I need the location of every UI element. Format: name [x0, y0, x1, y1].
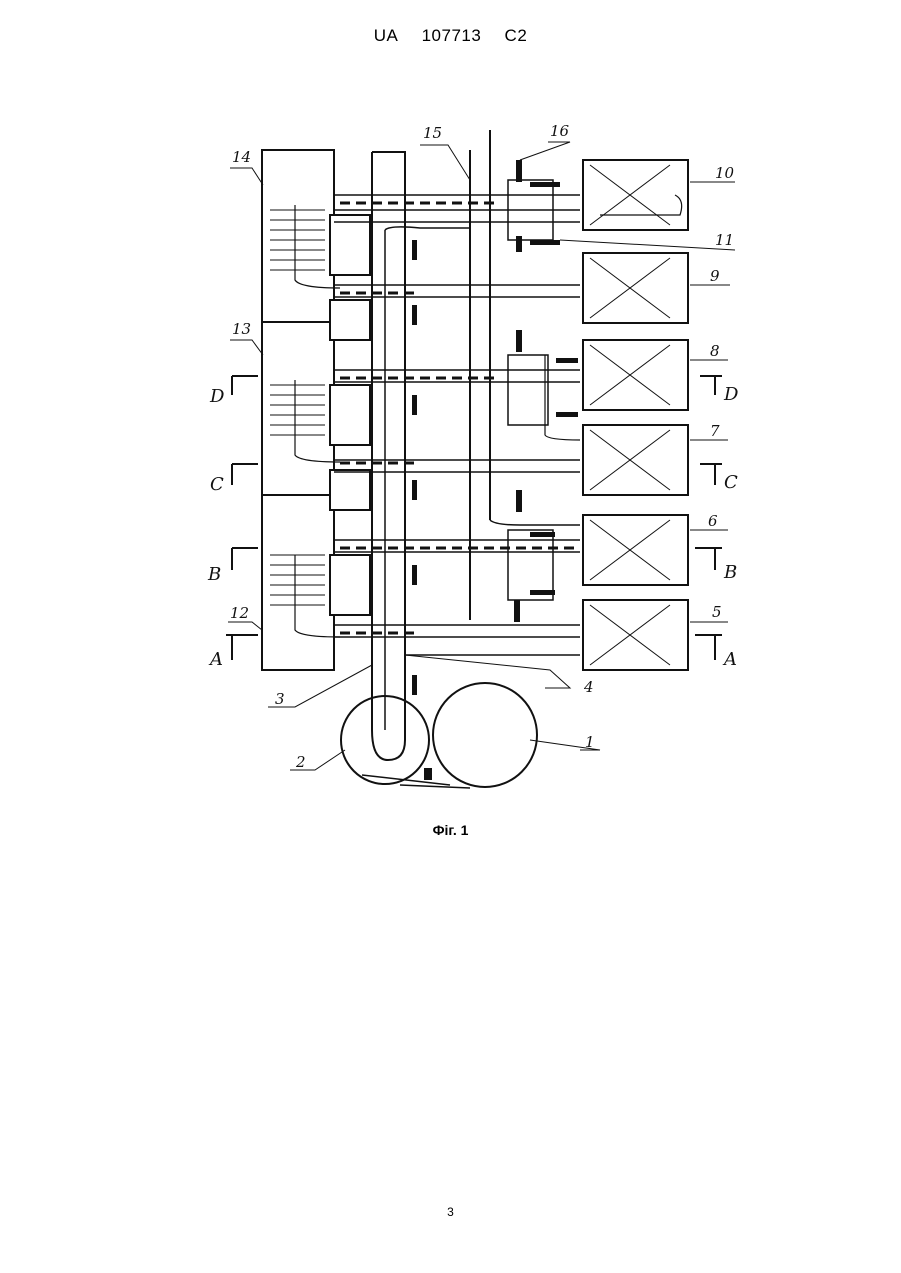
- label-13: 13: [232, 320, 251, 338]
- label-14: 14: [232, 148, 251, 166]
- section-c-left: C: [210, 474, 224, 495]
- fan-and-motor: [341, 683, 537, 788]
- heater-boxes: [583, 160, 688, 670]
- figure-caption: Фіг. 1: [0, 822, 901, 838]
- label-1: 1: [585, 733, 595, 751]
- section-markers: [226, 376, 722, 660]
- label-6: 6: [708, 512, 718, 530]
- label-2: 2: [295, 753, 306, 771]
- section-d-right: D: [723, 384, 739, 405]
- patent-number: 107713: [422, 26, 482, 45]
- patent-header: UA 107713 C2: [0, 26, 901, 46]
- page-number: 3: [0, 1205, 901, 1219]
- section-b-left: B: [207, 564, 221, 585]
- central-duct: [372, 152, 470, 740]
- label-9: 9: [710, 267, 720, 285]
- label-5: 5: [712, 603, 722, 621]
- drawing-svg: 1 2 3 4 5 6 7 8 9 10 11 12 13 14 15 16 A…: [190, 110, 770, 820]
- label-8: 8: [710, 342, 720, 360]
- section-a-left: A: [208, 649, 223, 670]
- country-code: UA: [374, 26, 399, 45]
- label-15: 15: [423, 124, 442, 142]
- label-10: 10: [715, 164, 735, 182]
- label-11: 11: [715, 231, 734, 249]
- label-16: 16: [550, 122, 570, 140]
- valve-blocks: [412, 160, 578, 780]
- label-4: 4: [583, 678, 594, 696]
- label-3: 3: [275, 690, 285, 708]
- section-a-right: A: [722, 649, 737, 670]
- left-chamber-stack: [262, 150, 370, 670]
- label-7: 7: [710, 422, 720, 440]
- gates: [340, 203, 580, 633]
- section-c-right: C: [724, 472, 738, 493]
- patent-kind: C2: [505, 26, 528, 45]
- label-12: 12: [230, 604, 249, 622]
- patent-drawing: 1 2 3 4 5 6 7 8 9 10 11 12 13 14 15 16 A…: [190, 110, 770, 820]
- section-d-left: D: [209, 386, 225, 407]
- section-b-right: B: [723, 562, 737, 583]
- leader-lines: [228, 142, 735, 770]
